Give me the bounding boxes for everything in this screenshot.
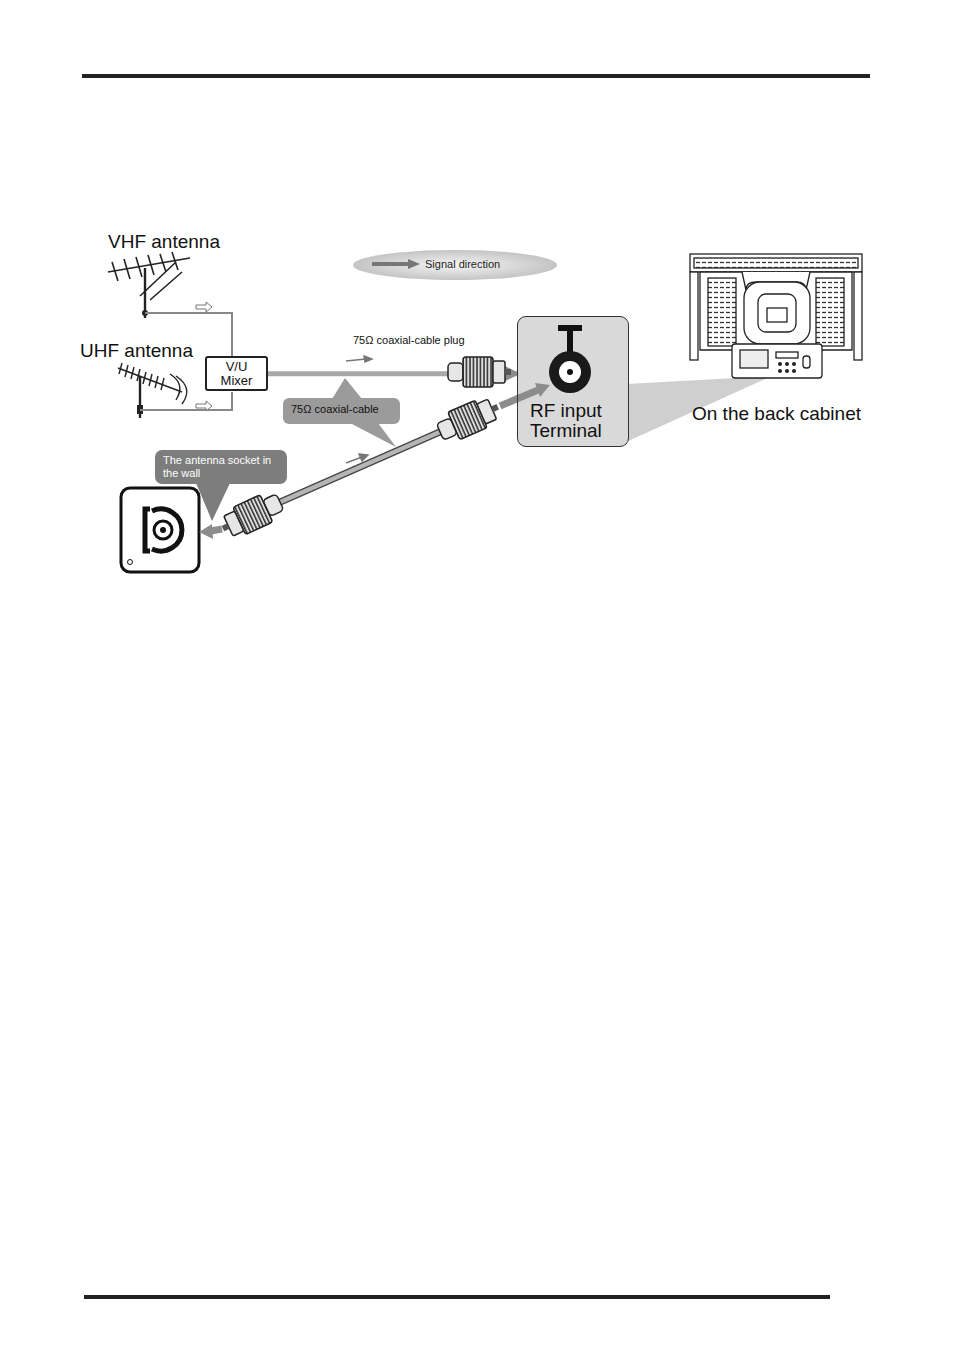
box-text: RF input Terminal xyxy=(530,401,622,441)
terminal-panel: RF input Terminal xyxy=(517,316,629,447)
box-text: 75Ω coaxial-cable xyxy=(291,403,392,415)
legend-text: Signal direction xyxy=(425,258,500,270)
socket-callout: The antenna socket in the wall xyxy=(155,450,287,484)
location-label: On the back cabinet xyxy=(692,404,861,425)
box-text: V/U Mixer xyxy=(216,360,258,387)
cable-callout: 75Ω coaxial-cable xyxy=(283,398,400,424)
legend-entry: Signal direction xyxy=(425,258,500,270)
antenna-label: UHF antenna xyxy=(80,341,193,362)
mixer-box: V/U Mixer xyxy=(205,356,268,391)
antenna-label: VHF antenna xyxy=(108,232,220,253)
box-text: The antenna socket in the wall xyxy=(163,454,273,480)
plug-label: 75Ω coaxial-cable plug xyxy=(353,334,465,346)
